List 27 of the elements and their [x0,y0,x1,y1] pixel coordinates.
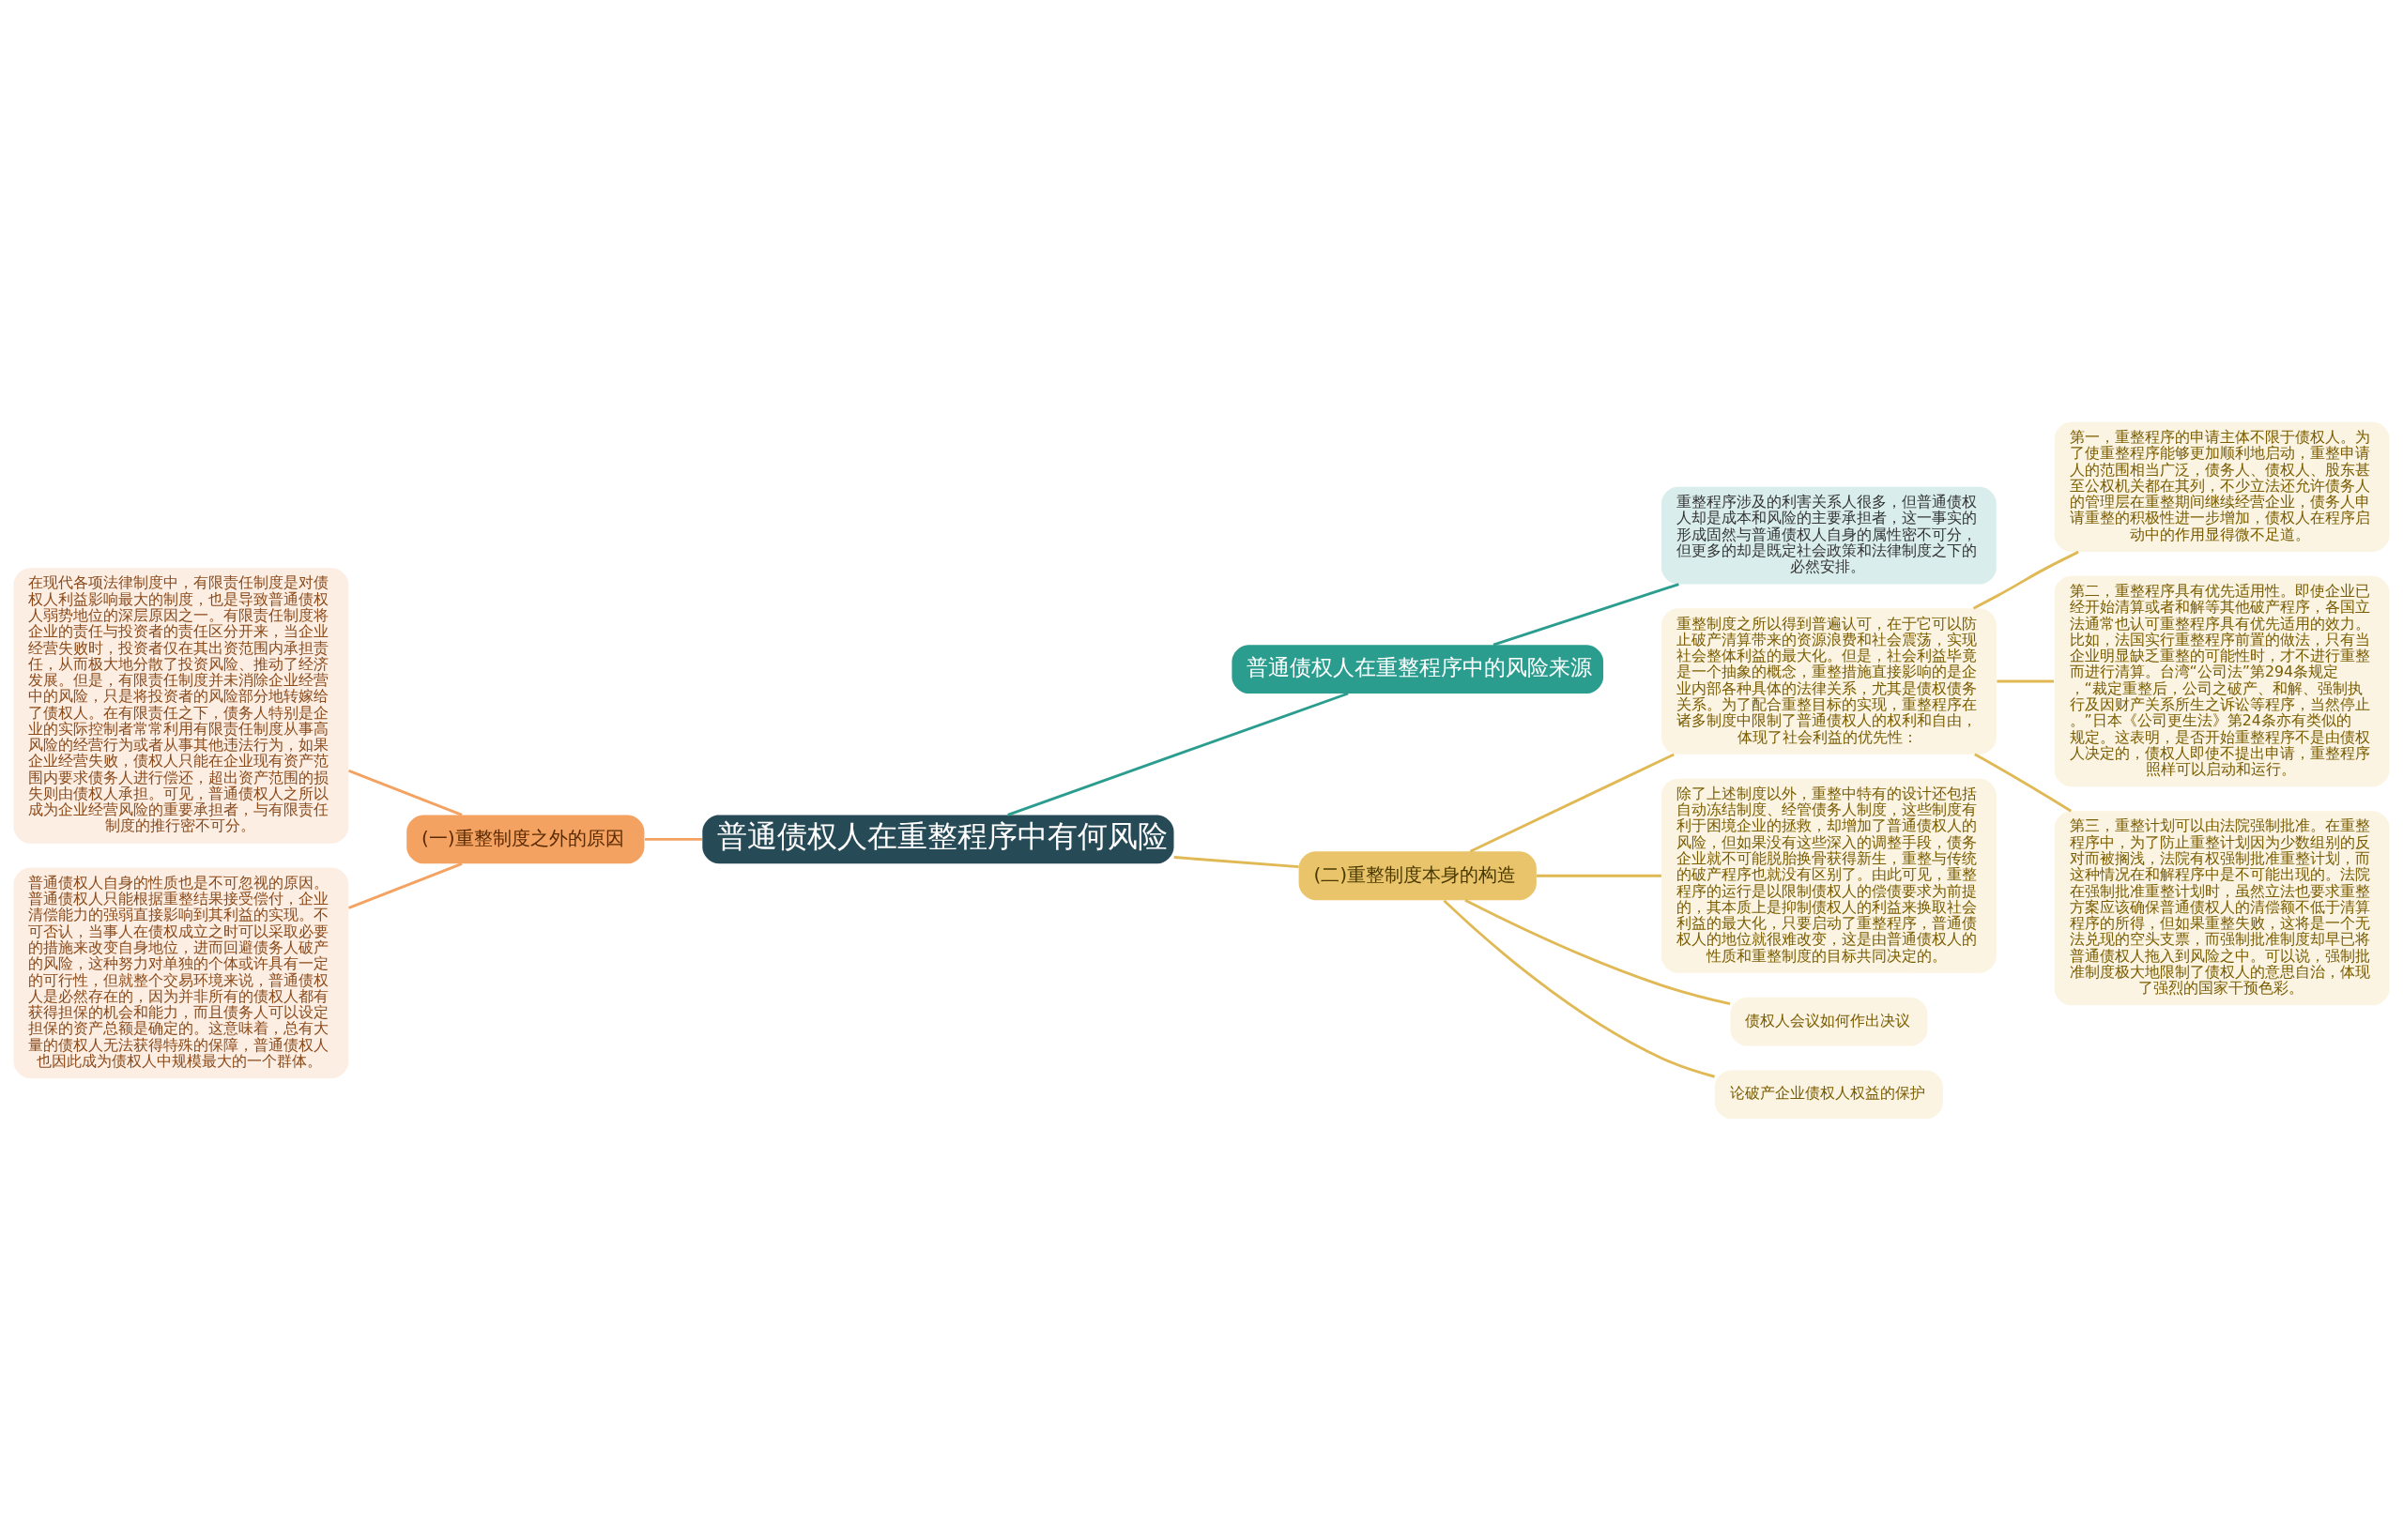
connector [1443,899,1715,1078]
node-box: (二)重整制度本身的构造 [1298,850,1537,900]
node-box: 普通债权人自身的性质也是不可忽视的原因。普通债权人只能根据重整结果接受偿付，企业清偿能力的强弱直接影响到其利益的实现。不可否认，当事人在债权成立之时可以采取必要的措施来改变自身地位，进而回避债务人破产的风险，这种努力对单独的个体或许具有一定的可行性，但就整个交易环境来说，普通债权人是必然存在的，因为并非所有的债权人都有获得担保的机会和能力，而且债务人可以设定担保的资产总额是确定的。这意味着，总有大量的债权人无法获得特殊的保障，普通债权人也因此成为债权人中规模最大的一个群体。 [13,867,349,1078]
connector [645,837,702,841]
connector [1972,550,2079,609]
node-box: 第三，重整计划可以由法院强制批准。在重整程序中，为了防止重整计划因为少数组别的反对而被搁浅，法院有权强制批准重整计划，而这种情况在和解程序中是不可能出现的。法院在强制批准重整计划时，虽然立法也要求重整方案应该确保普通债权人的清偿额不低于清算程序的所得，但如果重整失败，这将是一个无法兑现的空头支票，而强制批准制度却早已将普通债权人拖入到风险之中。可以说，强制批准制度极大地限制了债权人的意思自治，体现了强烈的国家干预色彩。 [2054,810,2390,1005]
connector [1974,753,2073,812]
node-box: 第一，重整程序的申请主体不限于债权人。为了使重整程序能够更加顺利地启动，重整申请人的范围相当广泛，债务人、债权人、股东甚至公权机关都在其列，不少立法还允许债务人的管理层在重整期间继续经营企业，债务人申请重整的积极性进一步增加，债权人在程序启动中的作用显得微不足道。 [2054,421,2390,552]
node-box: 普通债权人在重整程序中的风险来源 [1232,644,1604,694]
connector [1537,874,1661,877]
connector [348,861,463,909]
node-box: 除了上述制度以外，重整中特有的设计还包括自动冻结制度、经管债务人制度，这些制度有利于困境企业的拯救，却增加了普通债权人的风险，但如果没有这些深入的调整手段，债务企业就不可能脱胎换骨获得新生，重整与传统的破产程序也就没有区别了。由此可见，重整程序的运行是以限制债权人的偿债要求为前提的，其本质上是抑制债权人的利益来换取社会利益的最大化，只要启动了重整程序，普通债权人的地位就很难改变，这是由普通债权人的性质和重整制度的目标共同决定的。 [1661,778,1997,973]
connector [1007,692,1349,816]
connector [1997,679,2055,682]
node-box: 债权人会议如何作出决议 [1730,997,1928,1046]
node-box: 重整制度之所以得到普遍认可，在于它可以防止破产清算带来的资源浪费和社会震荡，实现社会整体利益的最大化。但是，社会利益毕竟是一个抽象的概念，重整措施直接影响的是企业内部各种具体的法律关系，尤其是债权债务关系。为了配合重整目标的实现，重整程序在诸多制度中限制了普通债权人的权利和自由，体现了社会利益的优先性： [1661,607,1997,755]
connector [1492,582,1679,646]
node-box: (一)重整制度之外的原因 [406,815,645,863]
connector [1173,855,1299,868]
node-box: 普通债权人在重整程序中有何风险 [702,815,1174,863]
node-box: 在现代各项法律制度中，有限责任制度是对债权人利益影响最大的制度，也是导致普通债权人弱势地位的深层原因之一。有限责任制度将企业的责任与投资者的责任区分开来，当企业经营失败时，投资者仅在其出资范围内承担责任，从而极大地分散了投资风险、推动了经济发展。但是，有限责任制度并未消除企业经营中的风险，只是将投资者的风险部分地转嫁给了债权人。在有限责任之下，债务人特别是企业的实际控制者常常利用有限责任制度从事高风险的经营行为或者从事其他违法行为，如果企业经营失败，债权人只能在企业现有资产范围内要求债务人进行偿还，超出资产范围的损失则由债权人承担。可见，普通债权人之所以成为企业经营风险的重要承担者，与有限责任制度的推行密不可分。 [13,567,349,844]
node-box: 重整程序涉及的利害关系人很多，但普通债权人却是成本和风险的主要承担者，这一事实的形成固然与普通债权人自身的属性密不可分，但更多的却是既定社会政策和法律制度之下的必然安排。 [1661,486,1997,584]
connector [348,769,463,816]
connector [1464,898,1731,1005]
node-box: 第二，重整程序具有优先适用性。即使企业已经开始清算或者和解等其他破产程序，各国立法通常也认可重整程序具有优先适用的效力。比如，法国实行重整程序前置的做法，只有当企业明显缺乏重整的可能性时，才不进行重整而进行清算。台湾“公司法”第294条规定，“裁定重整后，公司之破产、和解、强制执行及因财产关系所生之诉讼等程序，当然停止。”日本《公司更生法》第24条亦有类似的规定。这表明，是否开始重整程序不是由债权人决定的，债权人即使不提出申请，重整程序照样可以启动和运行。 [2054,575,2390,786]
node-box: 论破产企业债权人权益的保护 [1714,1069,1943,1119]
connector [1469,753,1675,852]
